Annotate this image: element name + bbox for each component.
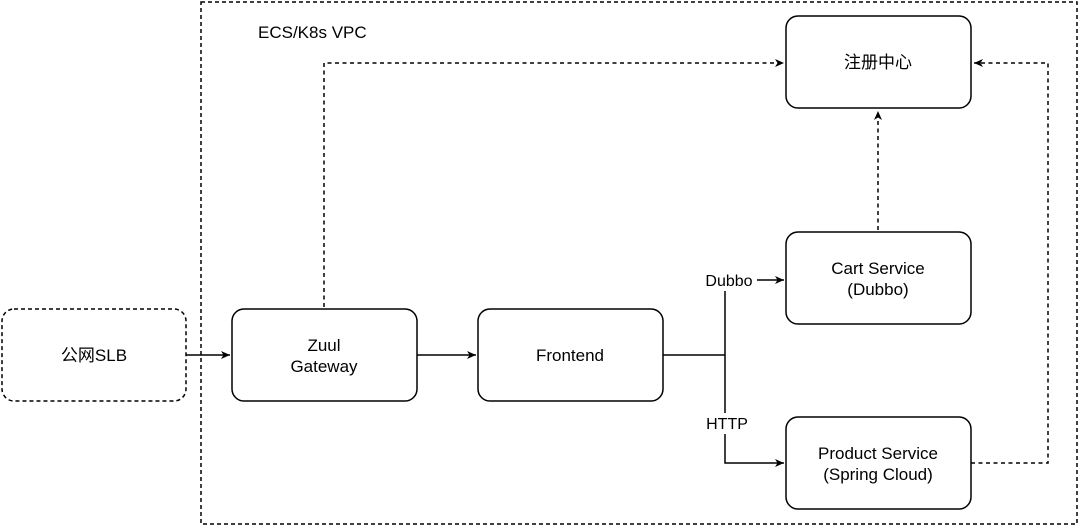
node-zuul-gateway: Zuul Gateway [231,308,418,402]
edge-zuul-to-registry [323,59,784,307]
edge-http-to-product [724,434,784,467]
node-product-label-1: Product Service [818,444,938,463]
node-slb: 公网SLB [1,308,187,402]
node-frontend-label: Frontend [536,346,604,365]
node-zuul-label-1: Zuul [307,336,340,355]
node-product-label-2: (Spring Cloud) [823,465,933,484]
node-cart-label-2: (Dubbo) [847,280,908,299]
vpc-label: ECS/K8s VPC [258,23,367,42]
node-registry: 注册中心 [785,15,972,109]
node-frontend: Frontend [477,308,664,402]
edge-product-to-registry [971,59,1049,464]
node-zuul-label-2: Gateway [290,357,358,376]
node-cart-label-1: Cart Service [831,259,925,278]
http-label: HTTP [706,416,748,433]
node-slb-label: 公网SLB [61,346,127,365]
node-cart-service: Cart Service (Dubbo) [785,231,972,325]
dubbo-label: Dubbo [705,273,752,290]
node-product-service: Product Service (Spring Cloud) [785,416,972,510]
vpc-boundary [200,1,1078,525]
node-registry-label: 注册中心 [844,53,912,72]
